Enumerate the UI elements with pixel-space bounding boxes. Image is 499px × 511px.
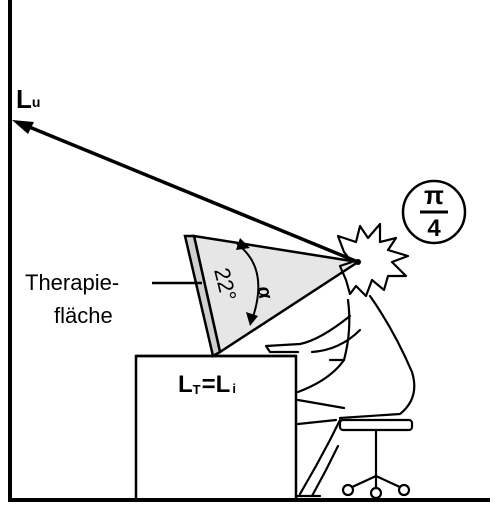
therapy-label-line1: Therapie-	[25, 270, 119, 295]
denominator-four: 4	[427, 215, 441, 242]
seated-person	[264, 222, 416, 498]
angle-arc-head-top	[236, 238, 250, 250]
pi-symbol: π	[424, 180, 444, 210]
person-arm	[264, 314, 352, 354]
person-legs	[296, 358, 346, 394]
pi-over-4-badge: π 4	[401, 179, 467, 245]
therapy-label-line2: fläche	[54, 303, 113, 328]
person-torso	[328, 298, 351, 362]
sight-line-to-wall	[21, 122, 359, 264]
person-head	[336, 222, 410, 298]
therapy-panel	[183, 234, 222, 358]
sight-arrowhead	[12, 120, 34, 134]
table	[134, 354, 298, 500]
angle-arc	[236, 243, 260, 321]
lu-label: Lu	[16, 84, 40, 114]
stool	[338, 418, 414, 500]
angle-arc-head-bottom	[246, 312, 258, 326]
